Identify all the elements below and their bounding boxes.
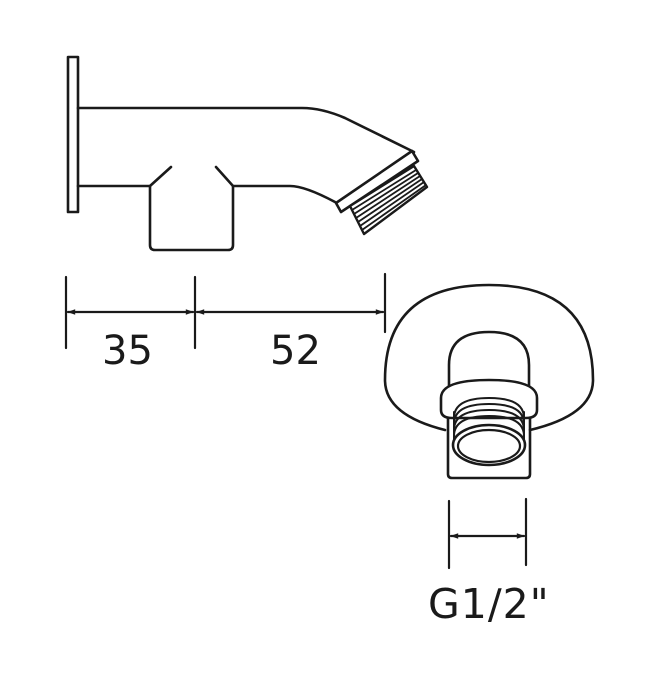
cover-dome — [383, 283, 595, 432]
outlet-base — [446, 416, 532, 480]
junction-chamfer-left — [148, 165, 173, 188]
spout-arch — [447, 330, 531, 389]
outlet-opening-inner — [456, 428, 522, 464]
dimension-label-thread: G1/2" — [428, 580, 550, 628]
wall-plate — [66, 55, 80, 214]
dimension-label-35: 35 — [102, 328, 153, 374]
outlet-collar — [334, 149, 420, 214]
dimension-thread — [447, 497, 528, 570]
junction-chamfer-right — [214, 165, 235, 188]
spout-body — [76, 106, 416, 154]
front-view — [383, 283, 595, 480]
threaded-outlet-side — [348, 164, 429, 236]
side-view — [66, 55, 429, 252]
spout-body-underside — [76, 184, 337, 252]
dimension-label-52: 52 — [270, 328, 321, 374]
outlet-opening-outer — [451, 423, 527, 467]
dimension-lines-horizontal — [64, 272, 387, 350]
